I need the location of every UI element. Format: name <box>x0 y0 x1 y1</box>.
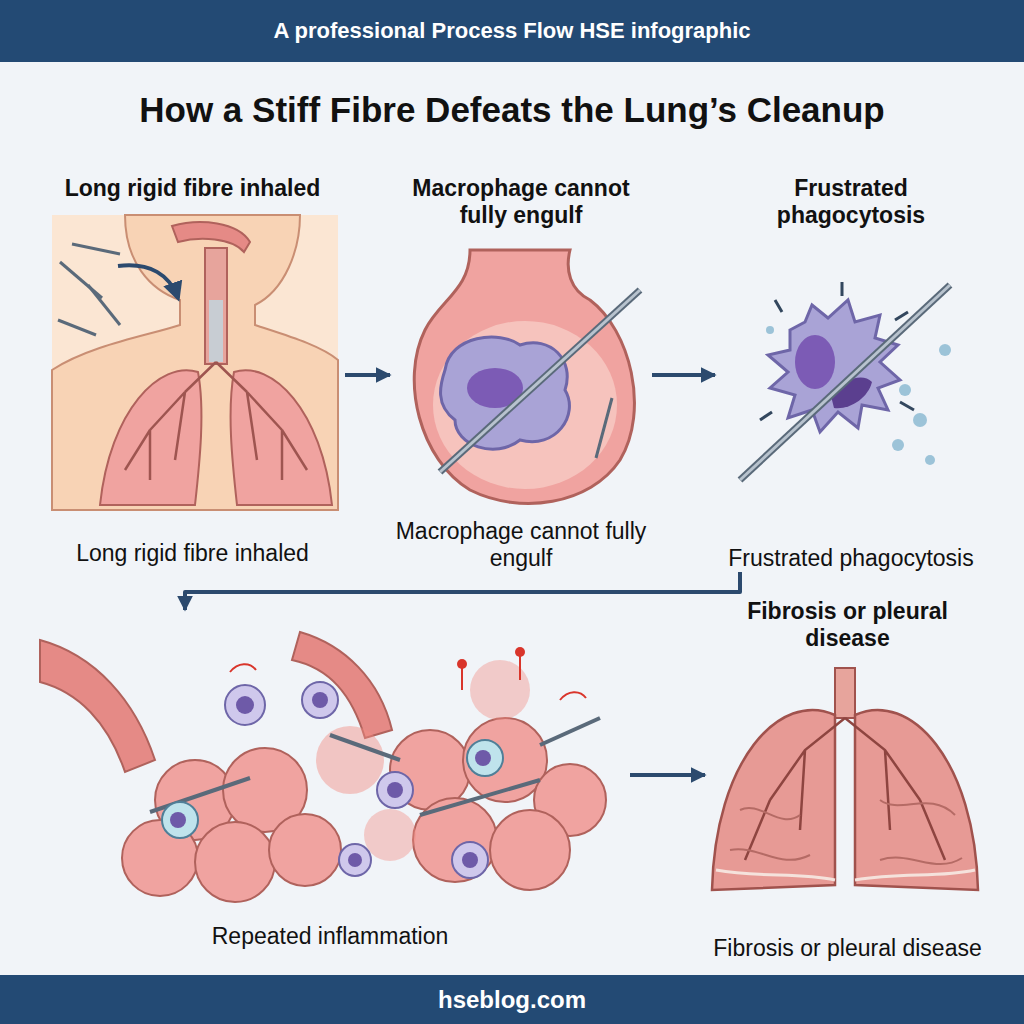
alveolus-macrophage <box>433 321 617 489</box>
burst-macrophage <box>925 455 935 465</box>
title: How a Stiff Fibre Defeats the Lung’s Cle… <box>0 90 1024 130</box>
inflamed-alveoli <box>225 685 265 725</box>
inflamed-alveoli <box>40 640 155 772</box>
fibrotic-lungs <box>835 668 855 718</box>
burst-macrophage <box>913 413 927 427</box>
footer-text: hseblog.com <box>0 975 1024 1024</box>
flow-arrow <box>630 773 705 777</box>
inhalation-figure <box>52 215 338 510</box>
fibrotic-lungs <box>716 870 975 880</box>
step-caption: Long rigid fibre inhaled <box>76 540 309 567</box>
inflamed-alveoli <box>475 750 491 766</box>
burst-macrophage <box>768 300 900 432</box>
inflamed-alveoli <box>377 772 413 808</box>
inflamed-alveoli <box>269 814 341 886</box>
process-step: Macrophage cannot fully engulfMacrophage… <box>390 175 652 572</box>
flow-arrow <box>652 373 715 377</box>
burst-macrophage <box>795 335 835 389</box>
inflamed-alveoli <box>40 632 606 902</box>
inhalation-figure <box>52 215 338 510</box>
inflamed-alveoli <box>364 809 416 861</box>
inflamed-alveoli <box>420 780 540 815</box>
burst-macrophage <box>766 326 774 334</box>
inflamed-alveoli <box>230 664 586 700</box>
inflamed-alveoli <box>457 659 467 669</box>
burst-macrophage <box>939 344 951 356</box>
alveolus-macrophage <box>441 337 570 449</box>
burst-macrophage <box>740 282 951 480</box>
inhalation-figure <box>209 300 223 362</box>
process-step: Long rigid fibre inhaledLong rigid fibre… <box>40 175 345 567</box>
step-caption: Macrophage cannot fully engulf <box>394 518 648 572</box>
inflamed-alveoli <box>162 802 198 838</box>
flow-arrow <box>185 572 740 610</box>
inhalation-figure <box>205 248 227 364</box>
process-step: Repeated inflammation <box>30 610 630 950</box>
inhalation-figure <box>52 215 338 510</box>
inflamed-alveoli <box>462 852 478 868</box>
step-heading: Fibrosis or pleural disease <box>709 598 986 652</box>
inflamed-alveoli <box>490 810 570 890</box>
burst-macrophage <box>740 285 950 480</box>
step-caption: Fibrosis or pleural disease <box>713 935 981 962</box>
inflamed-alveoli <box>312 692 328 708</box>
inflamed-alveoli <box>467 740 503 776</box>
inflamed-alveoli <box>387 782 403 798</box>
inflamed-alveoli <box>413 798 497 882</box>
header-text: A professional Process Flow HSE infograp… <box>0 0 1024 62</box>
inflamed-alveoli <box>515 647 525 657</box>
process-step: Frustrated phagocytosisFrustrated phagoc… <box>715 175 987 572</box>
alveolus-macrophage <box>596 398 612 458</box>
inflamed-alveoli <box>292 632 392 738</box>
burst-macrophage <box>899 384 911 396</box>
step-heading: Long rigid fibre inhaled <box>65 175 321 202</box>
fibrotic-lungs <box>730 800 962 864</box>
inhalation-figure <box>88 285 120 325</box>
inhalation-figure <box>125 362 307 480</box>
burst-macrophage <box>760 282 914 420</box>
inhalation-figure <box>72 244 120 254</box>
inflamed-alveoli <box>150 778 250 812</box>
step-heading: Macrophage cannot fully engulf <box>394 175 648 229</box>
inflamed-alveoli <box>519 656 521 680</box>
inflamed-alveoli <box>540 718 600 745</box>
inflamed-alveoli <box>170 812 186 828</box>
step-caption: Frustrated phagocytosis <box>728 545 973 572</box>
fibrotic-lungs <box>745 718 945 860</box>
inflamed-alveoli <box>316 726 384 794</box>
inflamed-alveoli <box>302 682 338 718</box>
flow-arrow <box>345 373 390 377</box>
inflamed-alveoli <box>452 842 488 878</box>
process-step: Fibrosis or pleural diseaseFibrosis or p… <box>705 598 990 962</box>
inflamed-alveoli <box>330 735 400 760</box>
step-caption: Repeated inflammation <box>212 923 449 950</box>
inflamed-alveoli <box>348 853 362 867</box>
inhalation-figure <box>118 265 178 298</box>
fibrotic-lungs <box>855 710 978 890</box>
alveolus-macrophage <box>414 250 640 503</box>
inflamed-alveoli <box>461 668 463 690</box>
inflamed-alveoli <box>339 844 371 876</box>
alveolus-macrophage <box>440 290 640 472</box>
burst-macrophage <box>740 285 950 480</box>
burst-macrophage <box>892 439 904 451</box>
fibrotic-lungs <box>712 710 835 890</box>
alveolus-macrophage <box>440 290 640 472</box>
fibrotic-lungs <box>712 668 978 890</box>
inflamed-alveoli <box>236 696 254 714</box>
inhalation-figure <box>58 320 96 335</box>
step-heading: Frustrated phagocytosis <box>719 175 983 229</box>
inflamed-alveoli <box>195 822 275 902</box>
